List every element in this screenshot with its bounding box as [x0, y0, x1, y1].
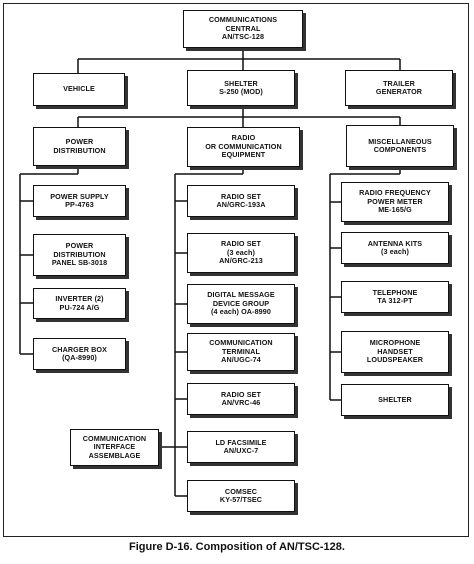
comsec-node: COMSEC KY-57/TSEC	[187, 480, 295, 512]
digital-message-device-group-node: DIGITAL MESSAGE DEVICE GROUP (4 each) OA…	[187, 284, 295, 324]
radio-set-grc213-node: RADIO SET (3 each) AN/GRC-213	[187, 233, 295, 273]
root-node: COMMUNICATIONS CENTRAL AN/TSC-128	[183, 10, 303, 48]
figure-caption: Figure D-16. Composition of AN/TSC-128.	[129, 541, 345, 553]
power-supply-node: POWER SUPPLY PP-4763	[33, 185, 126, 217]
ld-facsimile-node: LD FACSIMILE AN/UXC-7	[187, 431, 295, 463]
antenna-kits-node: ANTENNA KITS (3 each)	[341, 232, 449, 264]
microphone-handset-loudspeaker-node: MICROPHONE HANDSET LOUDSPEAKER	[341, 331, 449, 373]
diagram-frame	[3, 3, 469, 537]
radio-set-grc193a-node: RADIO SET AN/GRC-193A	[187, 185, 295, 217]
power-distribution-panel-node: POWER DISTRIBUTION PANEL SB-3018	[33, 234, 126, 276]
power-distribution-node: POWER DISTRIBUTION	[33, 127, 126, 166]
inverter-node: INVERTER (2) PU-724 A/G	[33, 288, 126, 319]
shelter-node: SHELTER S-250 (MOD)	[187, 70, 295, 106]
rf-power-meter-node: RADIO FREQUENCY POWER METER ME-165/G	[341, 182, 449, 222]
radio-set-vrc46-node: RADIO SET AN/VRC-46	[187, 383, 295, 415]
shelter-component-node: SHELTER	[341, 384, 449, 416]
vehicle-node: VEHICLE	[33, 73, 125, 106]
trailer-generator-node: TRAILER GENERATOR	[345, 70, 453, 106]
communication-interface-assemblage-node: COMMUNICATION INTERFACE ASSEMBLAGE	[70, 429, 159, 466]
radio-communication-node: RADIO OR COMMUNICATION EQUIPMENT	[187, 127, 300, 167]
telephone-node: TELEPHONE TA 312-PT	[341, 281, 449, 313]
charger-box-node: CHARGER BOX (QA-8990)	[33, 338, 126, 370]
communication-terminal-node: COMMUNICATION TERMINAL AN/UGC-74	[187, 333, 295, 371]
miscellaneous-node: MISCELLANEOUS COMPONENTS	[346, 125, 454, 167]
